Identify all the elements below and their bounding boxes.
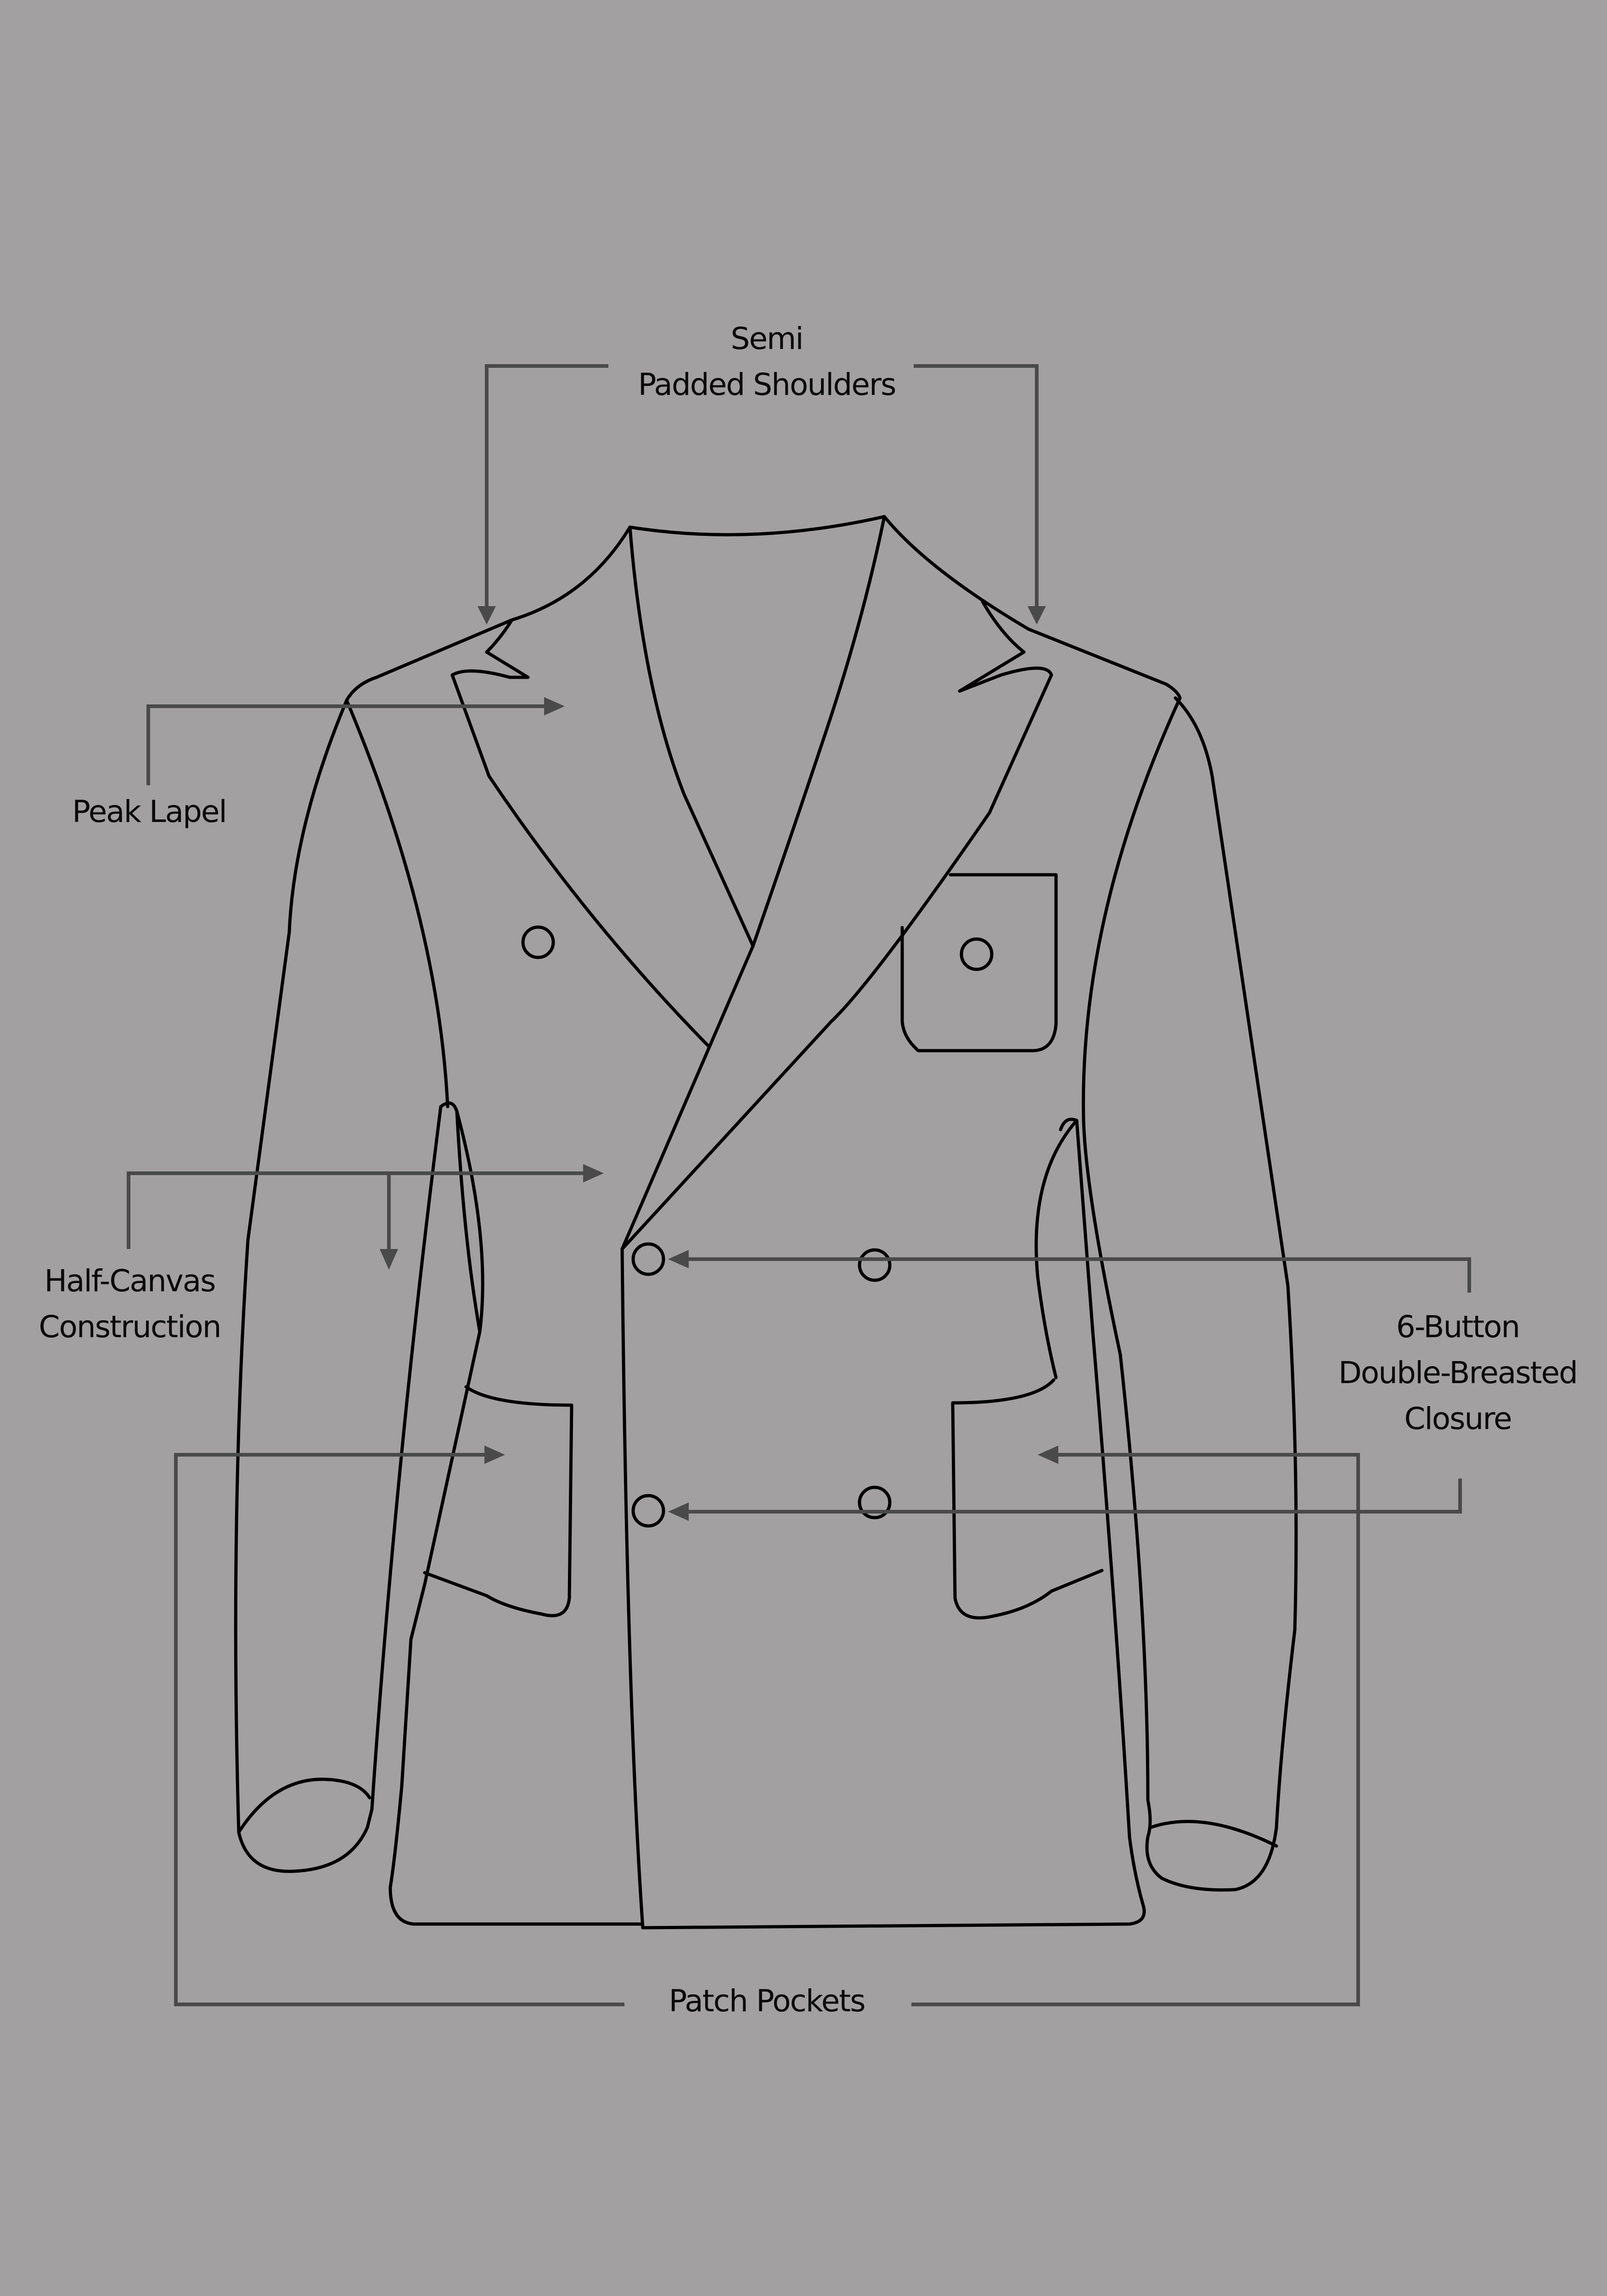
- callout-pockets: Patch Pockets: [624, 1978, 909, 2024]
- callout-closure-line1: 6-Button: [1396, 1309, 1521, 1345]
- callout-pockets-line1: Patch Pockets: [669, 1983, 865, 2019]
- leader-shoulders: [478, 364, 1046, 625]
- callout-closure-line2: Double-Breasted: [1338, 1355, 1578, 1390]
- callout-shoulders-line2: Padded Shoulders: [638, 367, 897, 402]
- callout-closure-line3: Closure: [1404, 1401, 1512, 1436]
- leader-lapel: [146, 697, 565, 785]
- callout-canvas-line1: Half-Canvas: [44, 1263, 216, 1299]
- jacket-outline: [234, 515, 1298, 1930]
- callout-closure: 6-Button Double-Breasted Closure: [1299, 1304, 1607, 1442]
- callout-shoulders-line1: Semi: [730, 321, 804, 356]
- leader-pockets: [174, 1446, 1360, 2006]
- callout-shoulders: Semi Padded Shoulders: [583, 316, 950, 408]
- callout-lapel: Peak Lapel: [28, 789, 271, 835]
- callout-lapel-line1: Peak Lapel: [72, 794, 227, 829]
- callout-canvas: Half-Canvas Construction: [9, 1258, 250, 1350]
- callout-canvas-line2: Construction: [39, 1309, 221, 1345]
- leader-canvas: [127, 1164, 604, 1270]
- leader-closure: [668, 1250, 1471, 1521]
